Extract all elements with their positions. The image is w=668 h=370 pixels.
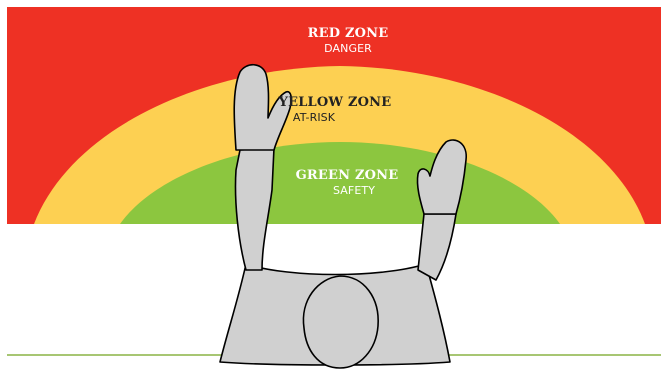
green-zone-title: GREEN ZONE <box>296 168 399 183</box>
yellow-zone-title: YELLOW ZONE <box>278 95 392 110</box>
green-zone-subtitle: SAFETY <box>333 184 375 197</box>
red-zone-subtitle: DANGER <box>324 42 372 55</box>
red-zone-title: RED ZONE <box>308 26 389 41</box>
yellow-zone-subtitle: AT-RISK <box>293 111 336 124</box>
